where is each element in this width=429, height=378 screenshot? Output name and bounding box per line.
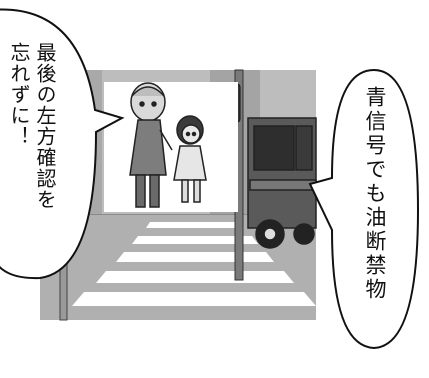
right-bubble-line-1: 青信号でも油断禁物 — [363, 86, 387, 302]
left-bubble-line-1: 最後の左方確認を — [33, 42, 57, 210]
elderly-person-icon — [129, 82, 173, 208]
right-speech-bubble — [308, 68, 420, 350]
girl-icon — [173, 115, 207, 203]
left-speech-bubble — [0, 8, 125, 280]
crosswalk — [72, 222, 316, 306]
left-bubble-text: 最後の左方確認を 忘れずに！ — [0, 42, 58, 272]
right-bubble-text: 青信号でも油断禁物 — [358, 86, 388, 316]
left-bubble-line-2: 忘れずに！ — [7, 42, 31, 147]
truck-icon — [247, 117, 317, 249]
